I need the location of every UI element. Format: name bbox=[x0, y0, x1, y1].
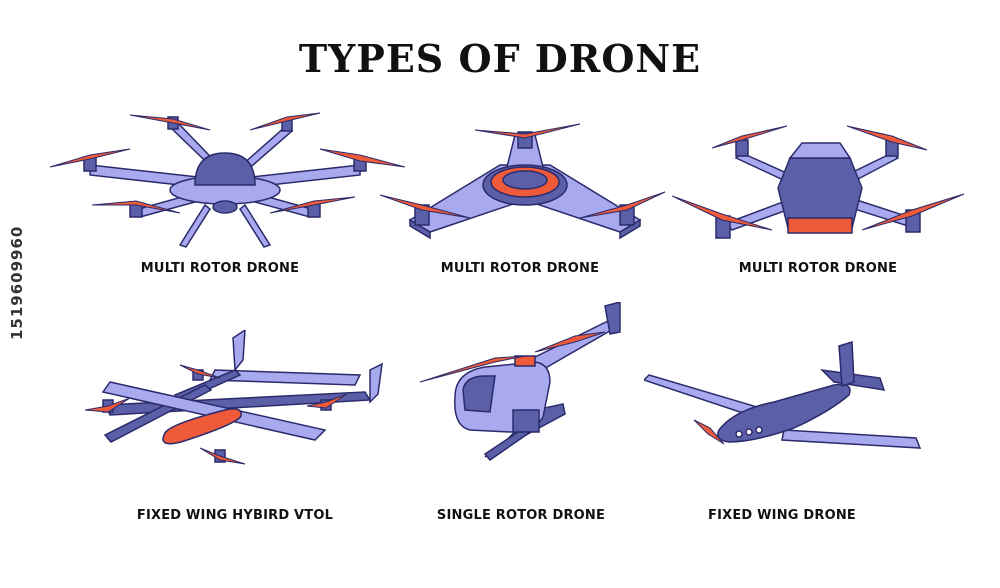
drone-label-2: MULTI ROTOR DRONE bbox=[440, 261, 600, 276]
fixed-wing-drone-icon bbox=[644, 340, 922, 449]
hexacopter-drone-icon bbox=[49, 112, 406, 248]
drone-label-4: FIXED WING HYBIRD VTOL bbox=[136, 508, 334, 523]
stock-id-watermark: 1519609960 bbox=[8, 225, 26, 340]
page-title: TYPES OF DRONE bbox=[298, 36, 702, 81]
helicopter-drone-icon bbox=[419, 302, 621, 462]
drone-label-5: SINGLE ROTOR DRONE bbox=[436, 508, 606, 523]
drone-label-1: MULTI ROTOR DRONE bbox=[140, 261, 300, 276]
drone-label-6: FIXED WING DRONE bbox=[707, 508, 856, 523]
quadcopter-drone-icon bbox=[672, 125, 965, 239]
drone-label-3: MULTI ROTOR DRONE bbox=[738, 261, 898, 276]
vtol-drone-icon bbox=[85, 330, 383, 465]
tricopter-drone-icon bbox=[380, 123, 666, 240]
